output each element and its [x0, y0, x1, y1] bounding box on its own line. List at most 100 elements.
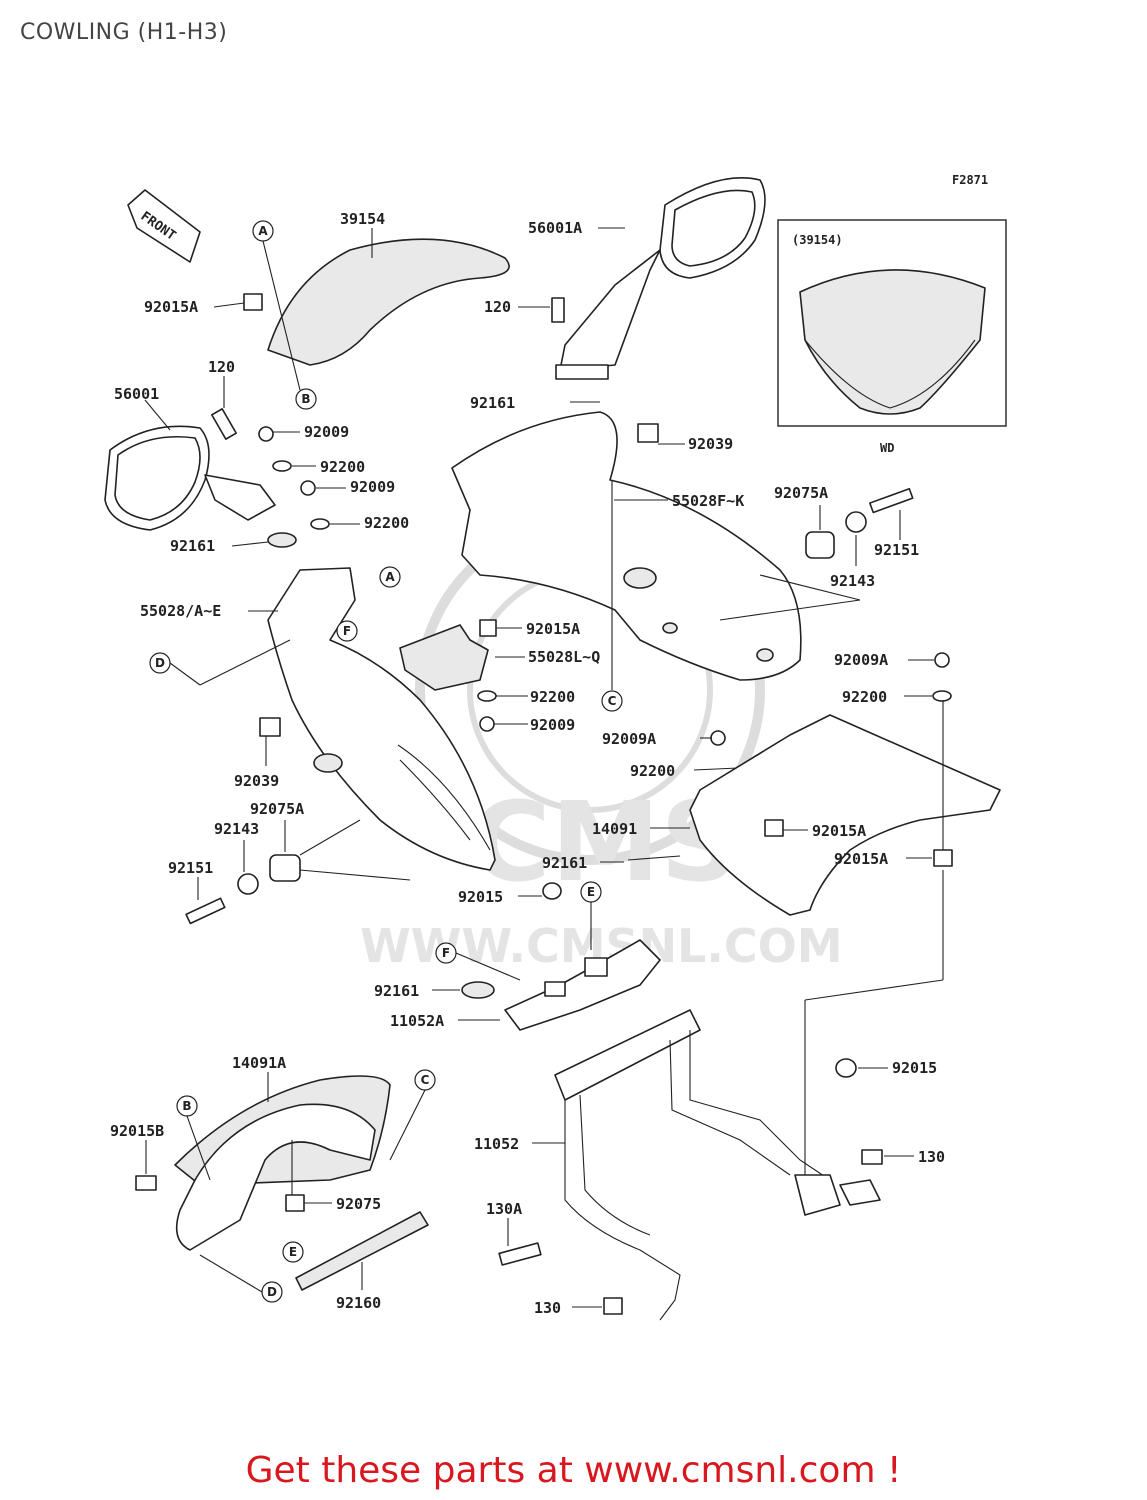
ref-letter: C [421, 1073, 430, 1087]
grommet-92015A-top [243, 293, 263, 311]
label-92075: 92075 [336, 1195, 381, 1213]
screw-92009A-r1 [934, 652, 950, 668]
grommet-92015A-mid [479, 619, 497, 637]
label-120-left: 120 [208, 358, 235, 376]
ref-letter: D [155, 656, 165, 670]
ref-circle-F-mid: F [336, 620, 358, 642]
label-92015-c: 92015 [458, 888, 503, 906]
label-92015-r: 92015 [892, 1059, 937, 1077]
grommet-92075A-right [805, 531, 835, 559]
label-92009A-r2: 92009A [602, 730, 656, 748]
inner-cover-55028LQ [399, 624, 489, 691]
ref-letter: E [289, 1245, 297, 1259]
inset-windshield-variant: (39154) WD [777, 219, 1007, 455]
clip-92039-left [259, 717, 281, 737]
label-92075A-left: 92075A [250, 800, 304, 818]
label-92015A-mid: 92015A [526, 620, 580, 638]
strip-92160 [295, 1211, 429, 1291]
front-arrow-icon: FRONT [127, 189, 201, 263]
label-92039-left: 92039 [234, 772, 279, 790]
ref-circle-D-low: D [261, 1281, 283, 1303]
label-92009-a: 92009 [304, 423, 349, 441]
label-56001A: 56001A [528, 219, 582, 237]
ref-circle-B-low: B [176, 1095, 198, 1117]
ref-letter: B [182, 1099, 191, 1113]
label-130-b: 130 [534, 1299, 561, 1317]
label-92151-right: 92151 [874, 541, 919, 559]
lower-cover-14091A [174, 1075, 391, 1251]
ref-circle-A-mid: A [379, 566, 401, 588]
ref-letter: A [258, 224, 268, 238]
bolt-92151-left [185, 897, 226, 925]
label-55028FK: 55028F~K [672, 492, 744, 510]
nut-92015-c [542, 882, 562, 900]
inset-variant: WD [880, 441, 894, 455]
bolt-130-b [603, 1297, 623, 1315]
screw-92009A-r2 [710, 730, 726, 746]
label-120-top: 120 [484, 298, 511, 316]
bolt-120-left [211, 408, 237, 440]
bolt-92151-right [869, 487, 914, 514]
inner-fairing-14091 [689, 714, 1001, 916]
bolt-120-top [551, 297, 565, 323]
clip-92039-right [637, 423, 659, 443]
ref-letter: E [587, 885, 595, 899]
label-92161-c: 92161 [542, 854, 587, 872]
ref-letter: D [267, 1285, 277, 1299]
bolt-130A [498, 1242, 542, 1266]
inset-part-number: (39154) [792, 233, 843, 247]
washer-92200-mid [477, 690, 497, 702]
promo-footer[interactable]: Get these parts at www.cmsnl.com ! [245, 1450, 902, 1491]
screw-92009-mid [479, 716, 495, 732]
label-92161-a: 92161 [170, 537, 215, 555]
label-92200-r2: 92200 [630, 762, 675, 780]
left-side-cowling [267, 567, 496, 871]
label-14091A: 14091A [232, 1054, 286, 1072]
label-92039-right: 92039 [688, 435, 733, 453]
bracket-11052A [504, 939, 661, 1031]
label-39154: 39154 [340, 210, 385, 228]
washer-92200-a [272, 460, 292, 472]
label-92009-mid: 92009 [530, 716, 575, 734]
upper-front-cowl [451, 411, 802, 681]
label-130A: 130A [486, 1200, 522, 1218]
label-11052: 11052 [474, 1135, 519, 1153]
label-92015B: 92015B [110, 1122, 164, 1140]
label-92200-a: 92200 [320, 458, 365, 476]
ref-letter: C [608, 694, 617, 708]
pad-92161-d [461, 981, 495, 999]
ref-circle-B-top: B [295, 388, 317, 410]
screw-92009-a [258, 426, 274, 442]
label-92200-b: 92200 [364, 514, 409, 532]
ref-circle-A-top: A [252, 220, 274, 242]
label-92161-d: 92161 [374, 982, 419, 1000]
label-92009A-r1: 92009A [834, 651, 888, 669]
label-92015A-r3: 92015A [812, 822, 866, 840]
collar-92143-right [845, 511, 867, 533]
nut-92015-r [835, 1058, 857, 1078]
label-92075A-right: 92075A [774, 484, 828, 502]
grommet-92015A-r4 [933, 849, 953, 867]
label-11052A: 11052A [390, 1012, 444, 1030]
ref-circle-E-low: E [282, 1241, 304, 1263]
ref-circle-E-mid: E [580, 881, 602, 903]
label-55028AE: 55028/A~E [140, 602, 221, 620]
washer-92200-r1 [932, 690, 952, 702]
grommet-92015A-r3 [764, 819, 784, 837]
label-130-r: 130 [918, 1148, 945, 1166]
page-title: COWLING (H1-H3) [20, 20, 228, 45]
ref-circle-C-low: C [414, 1069, 436, 1091]
cowling-stay-11052 [554, 1009, 881, 1321]
label-92009-b: 92009 [350, 478, 395, 496]
ref-letter: B [301, 392, 310, 406]
ref-circle-F-low: F [435, 942, 457, 964]
washer-92200-b [310, 518, 330, 530]
screw-92009-b [300, 480, 316, 496]
label-92015A-r4: 92015A [834, 850, 888, 868]
windshield [267, 238, 510, 366]
ref-letter: F [343, 624, 351, 638]
label-92161-b: 92161 [470, 394, 515, 412]
label-92015A-top: 92015A [144, 298, 198, 316]
label-92143-right: 92143 [830, 572, 875, 590]
bolt-130-r [861, 1149, 883, 1165]
